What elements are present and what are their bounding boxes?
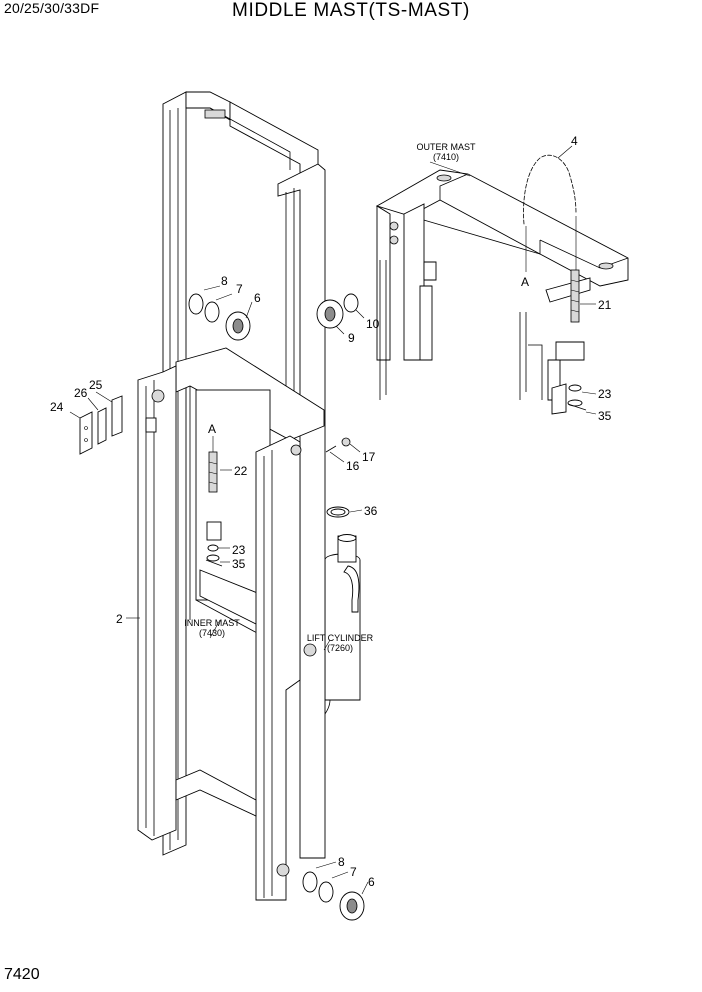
middle-mast-drawing	[137, 91, 326, 901]
bearing-9-10	[316, 293, 359, 329]
callout-10: 10	[366, 317, 380, 331]
inner-mast-code: (7430)	[199, 628, 225, 638]
callout-26: 26	[74, 386, 88, 400]
callout-17: 17	[362, 450, 376, 464]
callout-23-left: 23	[232, 543, 246, 557]
page-code: 7420	[4, 966, 40, 983]
callout-16: 16	[346, 459, 360, 473]
pin-and-nut	[325, 437, 351, 453]
lift-cylinder-drawing	[321, 534, 361, 719]
reference-a-outer: A	[521, 275, 529, 289]
callout-22: 22	[234, 464, 248, 478]
callout-2: 2	[116, 612, 123, 626]
leader-lines	[69, 145, 597, 895]
chain-anchor-bolt	[570, 269, 580, 323]
outer-mast-code: (7410)	[433, 152, 459, 162]
callout-8-bottom: 8	[338, 855, 345, 869]
lift-chain	[523, 154, 577, 272]
callout-21: 21	[598, 298, 612, 312]
part-callouts: 2 4 8 7 6 9 10 16 17 21 22 23 23 24 25 2…	[50, 134, 612, 889]
callout-4: 4	[571, 134, 578, 148]
callout-6-top: 6	[254, 291, 261, 305]
inner-mast-label: INNER MAST	[184, 618, 240, 628]
callout-7-top: 7	[236, 282, 243, 296]
callout-35-right: 35	[598, 409, 612, 423]
lift-cylinder-code: (7260)	[327, 643, 353, 653]
callout-8-top: 8	[221, 274, 228, 288]
callout-25: 25	[89, 378, 103, 392]
callout-24: 24	[50, 400, 64, 414]
shim-plates	[79, 395, 123, 455]
component-labels: OUTER MAST (7410) INNER MAST (7430) LIFT…	[184, 142, 529, 653]
bearing-set-top	[188, 293, 251, 341]
bearing-set-bottom	[302, 871, 365, 921]
callout-7-bottom: 7	[350, 865, 357, 879]
page-title: MIDDLE MAST(TS-MAST)	[232, 0, 470, 21]
outer-mast-drawing	[375, 169, 629, 415]
nut-and-pin-right	[567, 384, 587, 411]
callout-35-left: 35	[232, 557, 246, 571]
model-number: 20/25/30/33DF	[4, 0, 100, 16]
callout-23-right: 23	[598, 387, 612, 401]
reference-a-inner: A	[208, 422, 216, 436]
lift-cylinder-label: LIFT CYLINDER	[307, 633, 374, 643]
o-ring-36	[326, 506, 350, 518]
outer-mast-label: OUTER MAST	[416, 142, 476, 152]
callout-9: 9	[348, 331, 355, 345]
callout-36: 36	[364, 504, 378, 518]
callout-6-bottom: 6	[368, 875, 375, 889]
